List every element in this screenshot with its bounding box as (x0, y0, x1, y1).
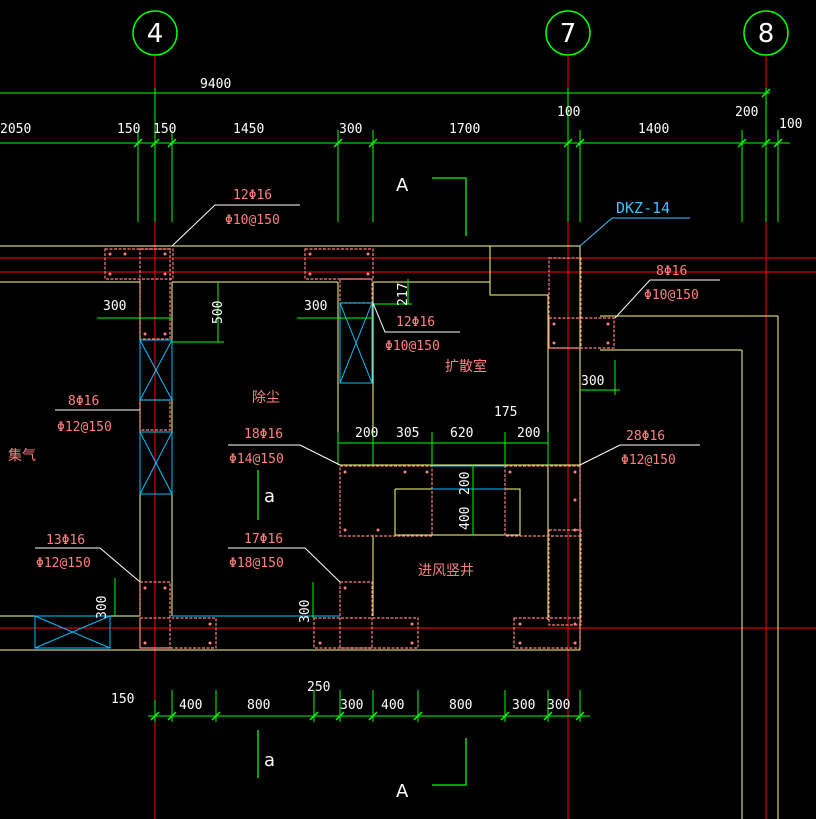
rebar-note-4-main: 8Φ16 (68, 394, 99, 409)
dim-top-7: 100 (557, 105, 580, 120)
dim-local-2: 500 (211, 301, 226, 324)
dim-local-10: 200 (517, 426, 540, 441)
dim-local-8: 620 (450, 426, 473, 441)
leader-lines (35, 204, 720, 583)
dim-bottom-6: 400 (381, 698, 404, 713)
dim-local-7: 305 (396, 426, 419, 441)
dim-local-3: 300 (304, 299, 327, 314)
rebar-note-5-main: 18Φ16 (244, 427, 283, 442)
rebar-note-6-main: 28Φ16 (626, 429, 665, 444)
dim-local-4: 217 (396, 283, 411, 306)
top-dimension-lines (0, 88, 790, 222)
rebar-note-7-main: 13Φ16 (46, 533, 85, 548)
section-mark-a-upper: a (264, 486, 275, 507)
rebar-dots (108, 252, 610, 645)
bottom-dimension-ticks (150, 711, 585, 721)
dim-overall: 9400 (200, 77, 231, 92)
dim-bottom-7: 800 (449, 698, 472, 713)
rebar-note-1-stirrup: Φ10@150 (225, 213, 280, 228)
axis-bubble-4: 4 (132, 10, 178, 56)
dim-top-8: 1400 (638, 122, 669, 137)
room-label-diffusion: 扩散室 (445, 358, 487, 375)
dim-top-3: 150 (153, 122, 176, 137)
dim-local-12: 400 (458, 507, 473, 530)
dim-top-5: 300 (339, 122, 362, 137)
section-mark-a-lower: a (264, 750, 275, 771)
rebar-note-8-stirrup: Φ18@150 (229, 556, 284, 571)
columns (104, 248, 615, 649)
dim-top-10: 100 (779, 117, 802, 132)
top-dimension-ticks (133, 88, 783, 148)
rebar-note-7-stirrup: Φ12@150 (36, 556, 91, 571)
room-label-dust-removal: 除尘 (252, 390, 280, 406)
dim-local-9: 175 (494, 405, 517, 420)
section-lines (257, 177, 467, 786)
dim-top-4: 1450 (233, 122, 264, 137)
column-callout-label: DKZ-14 (616, 199, 670, 217)
axis-bubble-8: 8 (743, 10, 789, 56)
dim-bottom-2: 400 (179, 698, 202, 713)
dim-local-1: 300 (103, 299, 126, 314)
dim-local-5: 300 (581, 374, 604, 389)
axis-label-8: 8 (758, 19, 775, 49)
rebar-note-3-stirrup: Φ10@150 (385, 339, 440, 354)
rebar-note-2-stirrup: Φ10@150 (644, 288, 699, 303)
rebar-note-5-stirrup: Φ14@150 (229, 452, 284, 467)
section-mark-bottom: A (396, 781, 409, 802)
local-dimension-lines (97, 279, 620, 618)
axis-bubble-7: 7 (545, 10, 591, 56)
section-mark-top: A (396, 175, 409, 196)
dim-local-11: 200 (458, 472, 473, 495)
dim-top-9: 200 (735, 105, 758, 120)
dim-bottom-9: 300 (547, 698, 570, 713)
rebar-note-2-main: 8Φ16 (656, 264, 687, 279)
dim-top-6: 1700 (449, 122, 480, 137)
axis-label-4: 4 (147, 19, 164, 49)
room-label-gas-collection: 集气 (8, 447, 36, 464)
dim-bottom-4: 250 (307, 680, 330, 695)
rebar-note-8-main: 17Φ16 (244, 532, 283, 547)
dim-top-1: 2050 (0, 122, 31, 137)
dim-local-14: 300 (298, 600, 313, 623)
rebar-note-1-main: 12Φ16 (233, 188, 272, 203)
dim-bottom-8: 300 (512, 698, 535, 713)
room-label-air-shaft: 进风竖井 (418, 563, 474, 579)
axis-label-7: 7 (560, 19, 577, 49)
dim-bottom-3: 800 (247, 698, 270, 713)
rebar-note-4-stirrup: Φ12@150 (57, 420, 112, 435)
rebar-note-6-stirrup: Φ12@150 (621, 453, 676, 468)
dim-local-6: 200 (355, 426, 378, 441)
dim-local-13: 300 (95, 596, 110, 619)
dim-top-2: 150 (117, 122, 140, 137)
callout-leader (579, 217, 690, 247)
rebar-note-3-main: 12Φ16 (396, 315, 435, 330)
openings (34, 302, 505, 649)
dim-bottom-1: 150 (111, 692, 134, 707)
dim-bottom-5: 300 (340, 698, 363, 713)
